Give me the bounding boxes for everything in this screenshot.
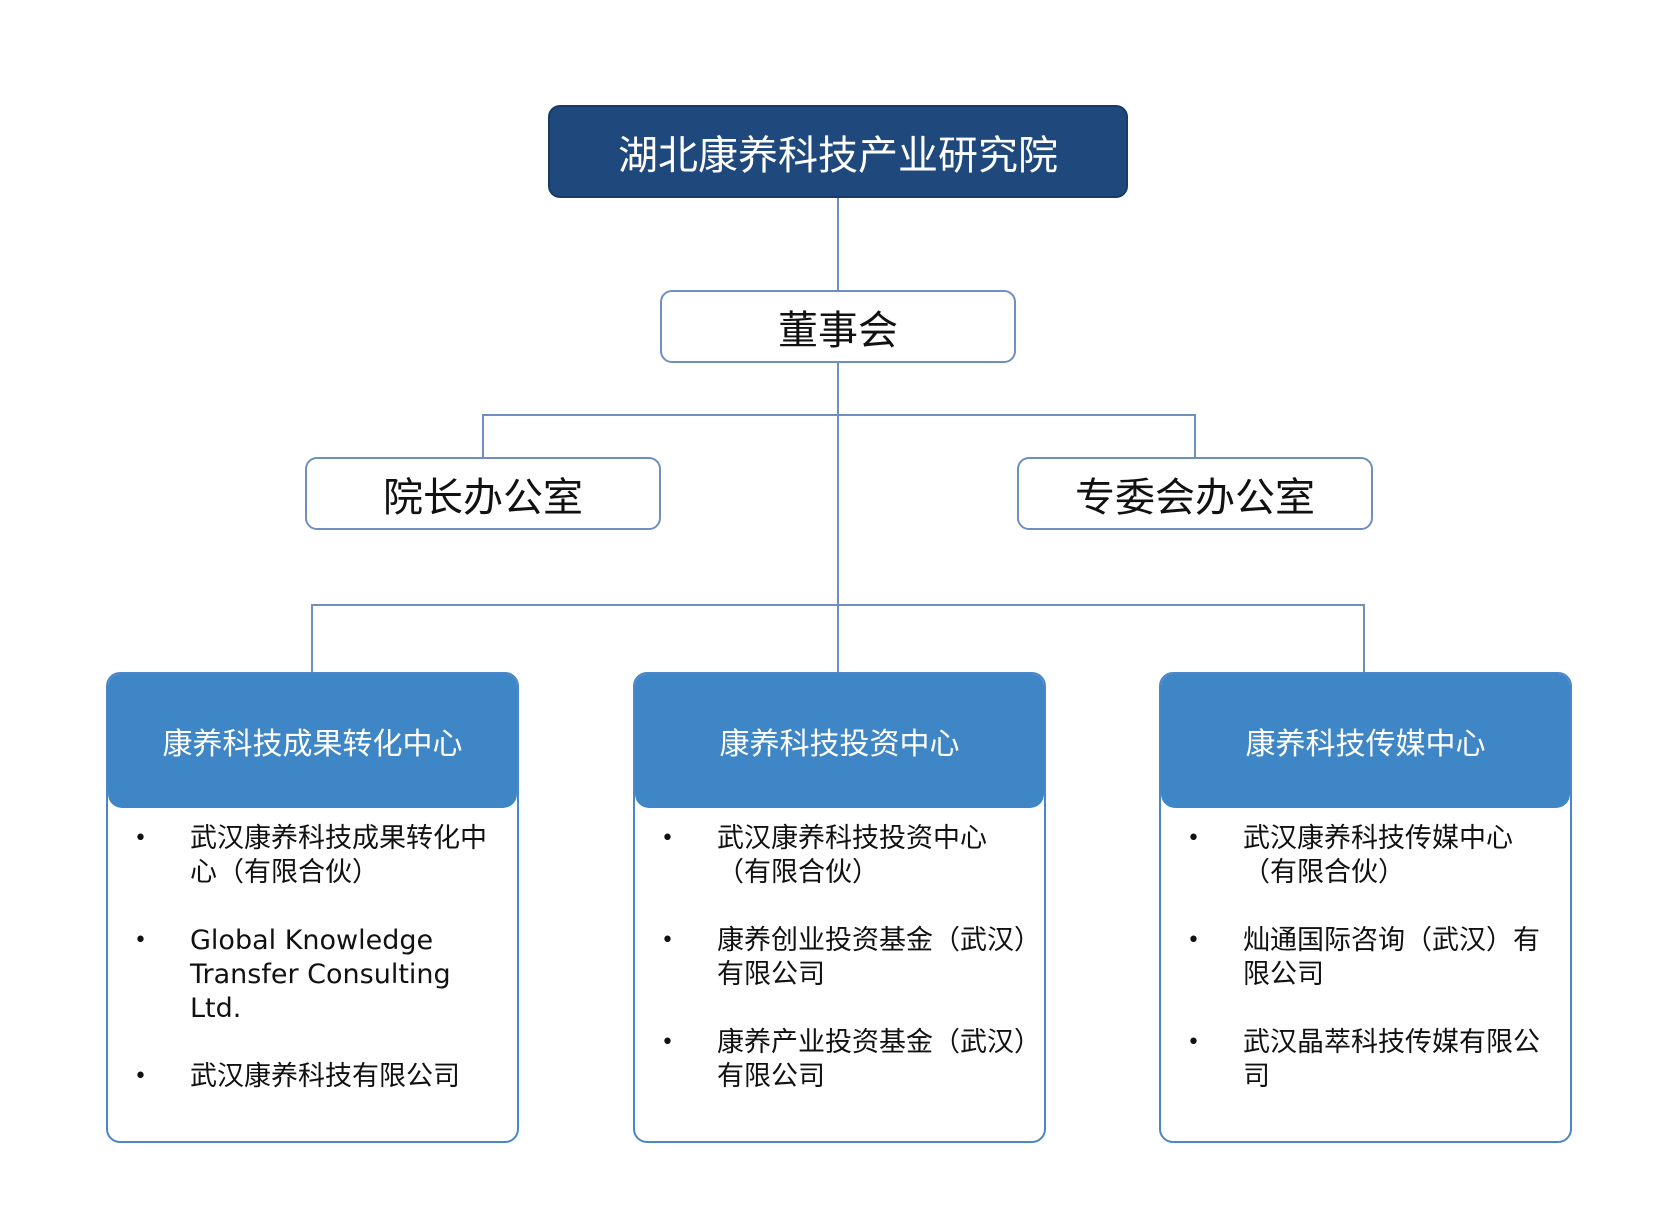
center-card-investment: 康养科技投资中心 • 武汉康养科技投资中心（有限合伙） • 康养创业投资基金（武…: [633, 672, 1046, 1143]
board-title: 董事会: [778, 307, 898, 354]
list-item: • 武汉晶萃科技传媒有限公司: [1161, 1026, 1554, 1094]
bullet-icon: •: [1187, 826, 1200, 851]
bullet-icon: •: [1187, 1030, 1200, 1055]
president-office-title: 院长办公室: [383, 474, 583, 521]
root-node: 湖北康养科技产业研究院: [548, 105, 1128, 198]
list-item-text: 武汉晶萃科技传媒有限公司: [1243, 1027, 1540, 1092]
list-item-text: 武汉康养科技投资中心（有限合伙）: [717, 823, 987, 888]
bullet-icon: •: [1187, 928, 1200, 953]
president-office-node: 院长办公室: [305, 457, 661, 530]
center-title: 康养科技投资中心: [719, 727, 960, 762]
list-item: • 武汉康养科技投资中心（有限合伙）: [635, 822, 1028, 890]
list-item-text: 康养产业投资基金（武汉）有限公司: [717, 1027, 1028, 1092]
list-item: • 武汉康养科技传媒中心（有限合伙）: [1161, 822, 1554, 890]
board-node: 董事会: [660, 290, 1016, 363]
list-item: • 康养产业投资基金（武汉）有限公司: [635, 1026, 1028, 1094]
center-items: • 武汉康养科技传媒中心（有限合伙） • 灿通国际咨询（武汉）有限公司 • 武汉…: [1161, 808, 1570, 1094]
bullet-icon: •: [134, 928, 147, 953]
list-item-text: 康养创业投资基金（武汉）有限公司: [717, 925, 1028, 990]
center-header: 康养科技投资中心: [635, 674, 1044, 808]
root-title: 湖北康养科技产业研究院: [618, 132, 1058, 179]
center-header: 康养科技传媒中心: [1161, 674, 1570, 808]
center-items: • 武汉康养科技成果转化中心（有限合伙） • Global Knowledge …: [108, 808, 517, 1094]
bullet-icon: •: [134, 1064, 147, 1089]
list-item-text: 灿通国际咨询（武汉）有限公司: [1243, 925, 1540, 990]
center-card-media: 康养科技传媒中心 • 武汉康养科技传媒中心（有限合伙） • 灿通国际咨询（武汉）…: [1159, 672, 1572, 1143]
bullet-icon: •: [661, 928, 674, 953]
bullet-icon: •: [661, 1030, 674, 1055]
center-items: • 武汉康养科技投资中心（有限合伙） • 康养创业投资基金（武汉）有限公司 • …: [635, 808, 1044, 1094]
list-item: • 武汉康养科技有限公司: [108, 1060, 501, 1094]
list-item-text: Global Knowledge Transfer Consulting Ltd…: [190, 925, 451, 1024]
center-header: 康养科技成果转化中心: [108, 674, 517, 808]
list-item-text: 武汉康养科技成果转化中心（有限合伙）: [190, 823, 487, 888]
center-card-transformation: 康养科技成果转化中心 • 武汉康养科技成果转化中心（有限合伙） • Global…: [106, 672, 519, 1143]
list-item-text: 武汉康养科技传媒中心（有限合伙）: [1243, 823, 1513, 888]
committee-office-title: 专委会办公室: [1075, 474, 1315, 521]
list-item-text: 武汉康养科技有限公司: [190, 1061, 460, 1092]
list-item: • 武汉康养科技成果转化中心（有限合伙）: [108, 822, 501, 890]
committee-office-node: 专委会办公室: [1017, 457, 1373, 530]
center-title: 康养科技成果转化中心: [162, 727, 463, 762]
list-item: • Global Knowledge Transfer Consulting L…: [108, 924, 501, 1026]
list-item: • 康养创业投资基金（武汉）有限公司: [635, 924, 1028, 992]
center-title: 康养科技传媒中心: [1245, 727, 1486, 762]
list-item: • 灿通国际咨询（武汉）有限公司: [1161, 924, 1554, 992]
bullet-icon: •: [661, 826, 674, 851]
bullet-icon: •: [134, 826, 147, 851]
